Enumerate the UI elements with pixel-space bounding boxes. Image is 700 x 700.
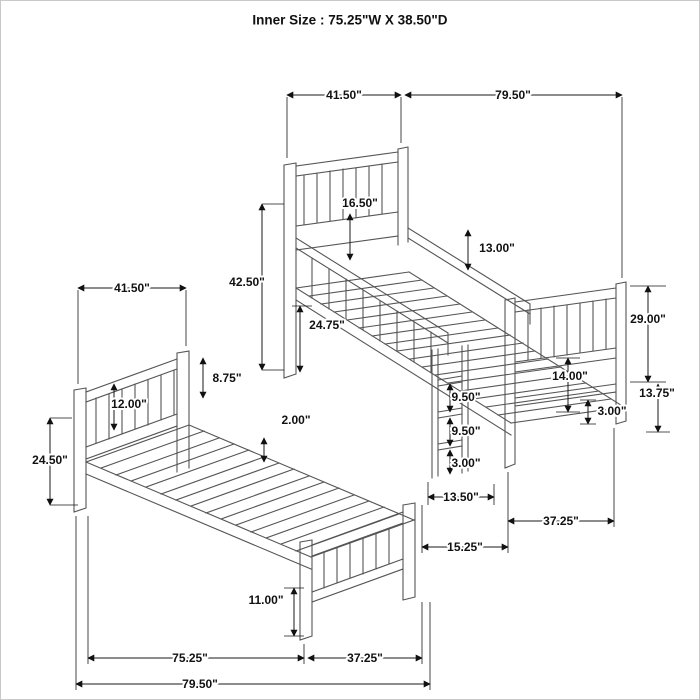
dimension-label: 41.50" xyxy=(114,281,150,295)
dimension-lower-left-height: 24.50" xyxy=(30,417,78,506)
dimension-label: 3.00" xyxy=(597,404,626,418)
extension-lines xyxy=(507,428,615,527)
dimension-label: 37.25" xyxy=(543,514,579,528)
lower-footboard-posts xyxy=(299,502,416,641)
extension-lines xyxy=(87,516,305,664)
dimension-width-right: 37.25" xyxy=(507,428,615,530)
extension-lines xyxy=(75,516,431,690)
upper-bed-drawing xyxy=(283,146,627,479)
dimension-leg-inner: 14.00" xyxy=(550,357,590,413)
dimension-ladder-gap1: 9.50" xyxy=(446,383,483,413)
dimension-label: 75.25" xyxy=(172,651,208,665)
dimension-label: 29.00" xyxy=(630,312,666,326)
dimension-label: 2.00" xyxy=(281,413,310,427)
dimension-total-length: 79.50" xyxy=(75,516,431,693)
dimension-footboard-height: 29.00" xyxy=(628,285,668,383)
extension-lines xyxy=(77,290,187,384)
lower-headboard-spindles xyxy=(95,369,175,444)
dimension-label: 42.50" xyxy=(229,275,265,289)
dimension-label: 11.00" xyxy=(248,593,283,607)
dimension-label: 12.00" xyxy=(111,397,147,411)
dimension-ladder-depth: 13.50" xyxy=(427,482,495,506)
extension-lines xyxy=(50,417,78,506)
dimension-guard-height: 13.00" xyxy=(464,229,517,271)
dimension-label: 79.50" xyxy=(495,88,531,102)
lower-headboard-posts xyxy=(73,350,190,513)
dimension-label: 16.50" xyxy=(342,196,378,210)
dimension-lower-leg: 11.00" xyxy=(246,587,304,637)
dimension-label: 8.75" xyxy=(212,371,241,385)
dimension-label: 3.00" xyxy=(451,456,480,470)
dimension-rail-right: 3.00" xyxy=(580,399,629,425)
dimension-label: 15.25" xyxy=(447,540,483,554)
upper-platform-rails xyxy=(295,271,625,436)
dimension-headboard-height: 16.50" xyxy=(340,194,380,261)
dimension-ladder-base: 15.25" xyxy=(421,505,509,556)
dimension-label: 13.00" xyxy=(479,241,515,255)
upper-headboard-spindles xyxy=(303,163,383,226)
dimension-label: 9.50" xyxy=(451,390,480,404)
upper-footboard-posts xyxy=(504,281,627,469)
dimension-label: 14.00" xyxy=(552,369,588,383)
lower-footboard-spindles xyxy=(323,527,390,589)
dimension-label: 41.50" xyxy=(326,88,362,102)
dimension-inner-length: 75.25" xyxy=(87,516,305,667)
extension-lines xyxy=(262,203,284,371)
dimension-label: 9.50" xyxy=(451,424,480,438)
lower-bed-drawing xyxy=(73,350,416,641)
extension-lines xyxy=(286,97,402,158)
dimension-ladder-gap3: 3.00" xyxy=(446,449,483,475)
dimension-label: 13.75" xyxy=(639,386,675,400)
dimension-foot-lower: 13.75" xyxy=(637,383,677,433)
dimension-lower-width: 41.50" xyxy=(77,279,187,384)
upper-guard-spindles xyxy=(311,257,432,374)
upper-footboard-spindles xyxy=(527,298,607,361)
dimension-bottom-width: 37.25" xyxy=(307,602,423,667)
dimension-leg-upper: 24.75" xyxy=(292,305,347,373)
inner-size-title: Inner Size : 75.25"W X 38.50"D xyxy=(252,13,447,28)
dimension-label: 24.50" xyxy=(32,453,68,467)
lower-platform-rails xyxy=(85,424,415,570)
dimension-top-length: 79.50" xyxy=(404,86,623,278)
dimension-label: 24.75" xyxy=(309,318,345,332)
lower-headboard-rails xyxy=(85,358,178,460)
upper-headboard-posts xyxy=(283,146,409,379)
dimension-label: 37.25" xyxy=(347,651,383,665)
dimension-label: 13.50" xyxy=(443,490,479,504)
upper-headboard-rails xyxy=(295,151,399,251)
dimension-ladder-gap2: 9.50" xyxy=(446,417,483,447)
dimension-lower-headboard: 12.00" xyxy=(109,383,149,431)
lower-footboard-rails xyxy=(311,511,404,603)
dimension-top-width: 41.50" xyxy=(286,86,402,158)
dimension-label: 79.50" xyxy=(182,677,218,691)
dimension-slat-thickness: 2.00" xyxy=(260,411,313,463)
dimension-left-height: 42.50" xyxy=(227,203,284,371)
dimension-lower-head-top: 8.75" xyxy=(199,357,244,399)
